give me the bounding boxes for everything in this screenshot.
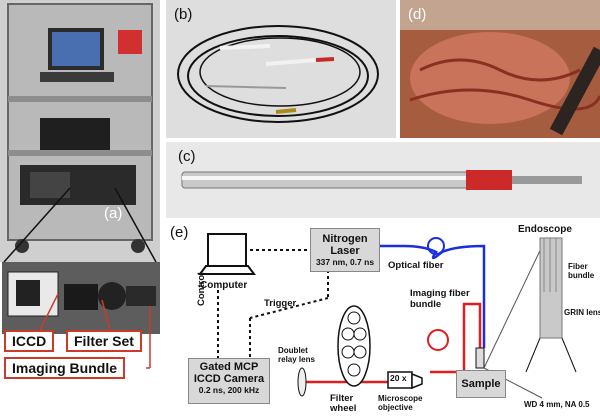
iccd-setup-illustration bbox=[2, 262, 160, 334]
panel-a-label: (a) bbox=[104, 205, 123, 222]
control-label: Control bbox=[196, 272, 207, 306]
trigger-label: Trigger bbox=[264, 298, 297, 309]
iccd-camera-name: Gated MCP ICCD Camera bbox=[193, 361, 265, 385]
imaging-fiber-bundle-label: Imaging fiber bundle bbox=[410, 288, 470, 310]
callout-filter-set: Filter Set bbox=[66, 330, 142, 352]
grin-lens-label: GRIN lens bbox=[564, 308, 600, 317]
panel-b-photo: (b) bbox=[166, 0, 396, 138]
computer-label: Computer bbox=[200, 280, 248, 291]
inset-zoom-lines bbox=[3, 187, 157, 263]
sample-label: Sample bbox=[461, 378, 501, 390]
iccd-camera-spec: 0.2 ns, 200 kHz bbox=[198, 385, 260, 395]
objective-magnification: 20 x bbox=[390, 373, 407, 383]
endoscope-label: Endoscope bbox=[518, 224, 572, 235]
schematic-lines bbox=[198, 233, 577, 399]
working-distance-na-label: WD 4 mm, NA 0.5 bbox=[524, 400, 590, 409]
coiled-fiber-illustration bbox=[166, 0, 396, 138]
callout-imaging-bundle: Imaging Bundle bbox=[4, 357, 125, 379]
panel-e-label: (e) bbox=[170, 224, 189, 241]
optical-fiber-label: Optical fiber bbox=[388, 260, 444, 271]
fiber-bundle-label: Fiber bundle bbox=[568, 262, 595, 280]
panel-a-inset-photo bbox=[2, 262, 160, 334]
nitrogen-laser-box: Nitrogen Laser 337 nm, 0.7 ns bbox=[310, 228, 380, 272]
endoscope-probe-illustration bbox=[166, 142, 600, 218]
nitrogen-laser-spec: 337 nm, 0.7 ns bbox=[315, 257, 375, 267]
surgical-field-illustration bbox=[400, 0, 600, 138]
panel-a-photo: (a) bbox=[0, 0, 160, 262]
nitrogen-laser-name: Nitrogen Laser bbox=[322, 233, 368, 257]
panel-d-label: (d) bbox=[408, 6, 427, 23]
doublet-relay-lens-label: Doublet relay lens bbox=[278, 346, 315, 364]
callout-iccd: ICCD bbox=[4, 330, 55, 352]
microscope-objective-label: Microscope objective bbox=[378, 394, 423, 412]
imaging-cart-illustration bbox=[0, 0, 160, 262]
sample-box: Sample bbox=[456, 370, 506, 398]
inset-callout-arrows bbox=[39, 293, 151, 369]
panel-c-photo: (c) bbox=[166, 142, 600, 218]
panel-d-photo: (d) bbox=[400, 0, 600, 138]
iccd-camera-box: Gated MCP ICCD Camera 0.2 ns, 200 kHz bbox=[188, 358, 270, 404]
panel-c-label: (c) bbox=[178, 148, 196, 165]
panel-e-schematic: (e) Computer Nitrogen Laser 337 nm, 0.7 … bbox=[166, 222, 600, 420]
panel-b-label: (b) bbox=[174, 6, 193, 23]
filter-wheel-label: Filter wheel bbox=[330, 393, 357, 414]
